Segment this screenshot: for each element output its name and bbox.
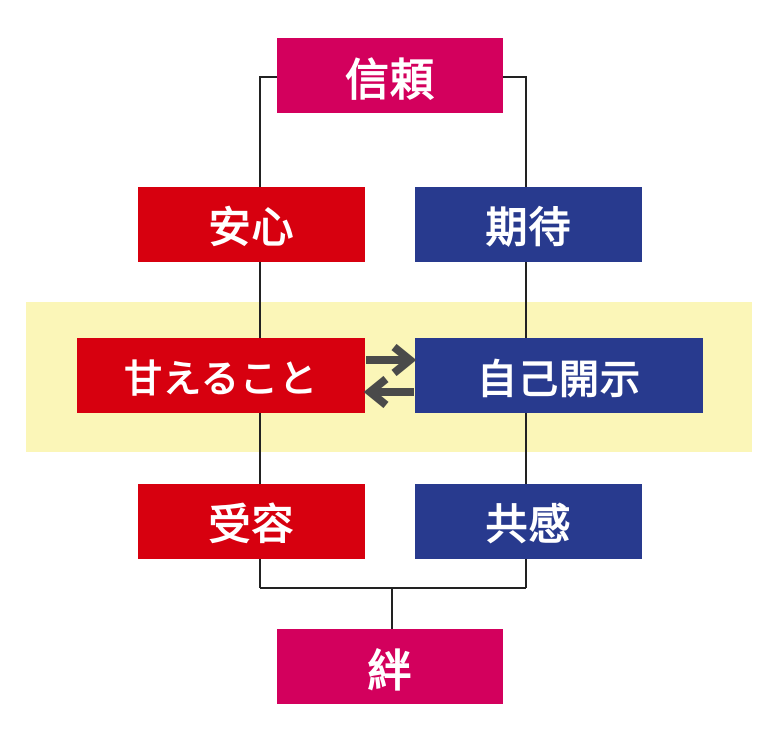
node-self-disclosure: 自己開示 [415, 338, 703, 413]
node-expectation-label: 期待 [485, 203, 572, 252]
node-safety: 安心 [138, 187, 365, 262]
connector-top-left [259, 76, 277, 588]
connector-top-right [503, 76, 527, 588]
node-expectation: 期待 [415, 187, 642, 262]
node-amae-label: 甘えること [124, 357, 318, 401]
node-safety-label: 安心 [208, 203, 295, 252]
node-trust-label: 信頼 [345, 54, 435, 106]
exchange-arrows-icon [363, 343, 417, 409]
node-amae: 甘えること [77, 338, 365, 413]
node-acceptance-label: 受容 [208, 500, 295, 549]
node-empathy-label: 共感 [485, 500, 572, 549]
node-trust: 信頼 [277, 38, 503, 113]
node-bond: 絆 [277, 629, 503, 704]
node-self-disclosure-label: 自己開示 [477, 356, 641, 403]
node-bond-label: 絆 [367, 645, 413, 697]
node-empathy: 共感 [415, 484, 642, 559]
node-acceptance: 受容 [138, 484, 365, 559]
